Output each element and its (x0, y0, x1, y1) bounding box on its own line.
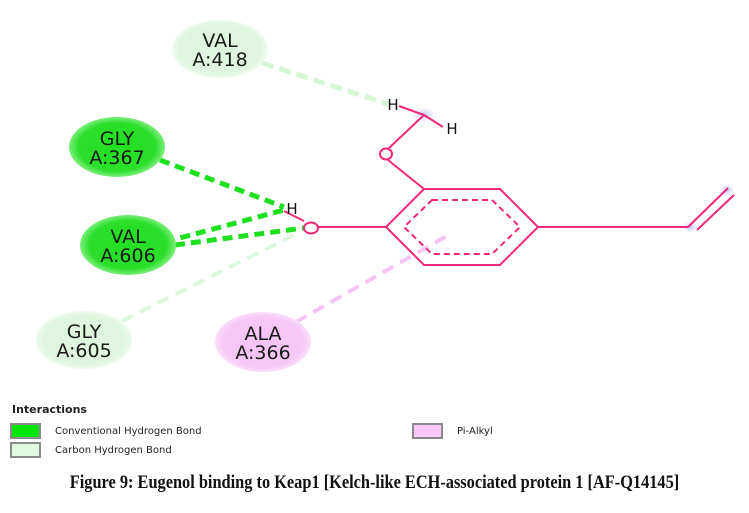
bond-gly605-o (121, 231, 299, 323)
residue-position: A:418 (192, 49, 247, 71)
ligand-eugenol (283, 105, 735, 266)
legend-item-carbon-hydrogen-bond: Carbon Hydrogen Bond (10, 442, 172, 458)
residue-name: GLY (67, 321, 102, 343)
oxygen-hydroxyl-ring (303, 221, 319, 235)
residue-position: A:606 (100, 245, 155, 267)
residue-name: ALA (244, 323, 281, 345)
residue-name: VAL (202, 30, 238, 52)
residue-gly605[interactable]: GLY A:605 (36, 311, 132, 369)
legend-title: Interactions (12, 403, 87, 416)
residue-val606[interactable]: VAL A:606 (80, 215, 176, 275)
atom-h1: H (387, 96, 398, 114)
interactions-legend: Interactions Conventional Hydrogen Bond … (10, 403, 749, 463)
legend-item-pi-alkyl: Pi-Alkyl (412, 423, 493, 439)
atom-h2: H (446, 120, 457, 138)
figure-caption: Figure 9: Eugenol binding to Keap1 [Kelc… (69, 472, 680, 493)
legend-label: Carbon Hydrogen Bond (55, 444, 172, 456)
legend-swatch (10, 442, 41, 458)
legend-label: Conventional Hydrogen Bond (55, 425, 202, 437)
bond-val418-h (261, 60, 389, 107)
residue-position: A:605 (56, 340, 111, 362)
residue-name: VAL (110, 226, 146, 248)
legend-label: Pi-Alkyl (457, 425, 493, 437)
residue-position: A:366 (235, 342, 290, 364)
interaction-diagram: H H H VAL A:418 GLY A:367 VAL A:606 GLY … (36, 20, 735, 372)
bond-gly367-h (159, 157, 285, 210)
legend-item-conventional-hydrogen-bond: Conventional Hydrogen Bond (10, 423, 202, 439)
legend-swatch (10, 423, 41, 439)
bond-ala366-ring (295, 231, 453, 324)
residue-name: GLY (100, 128, 135, 150)
bond-val606-o (174, 225, 305, 248)
atom-h3: H (286, 200, 297, 218)
oxygen-methoxy-ring (379, 147, 393, 161)
residue-position: A:367 (89, 147, 144, 169)
bond-val606-h (164, 207, 285, 245)
atom-glow (682, 221, 698, 233)
residue-gly367[interactable]: GLY A:367 (69, 117, 165, 177)
residue-ala366[interactable]: ALA A:366 (215, 312, 311, 372)
legend-swatch (412, 423, 443, 439)
residue-val418[interactable]: VAL A:418 (172, 20, 268, 78)
